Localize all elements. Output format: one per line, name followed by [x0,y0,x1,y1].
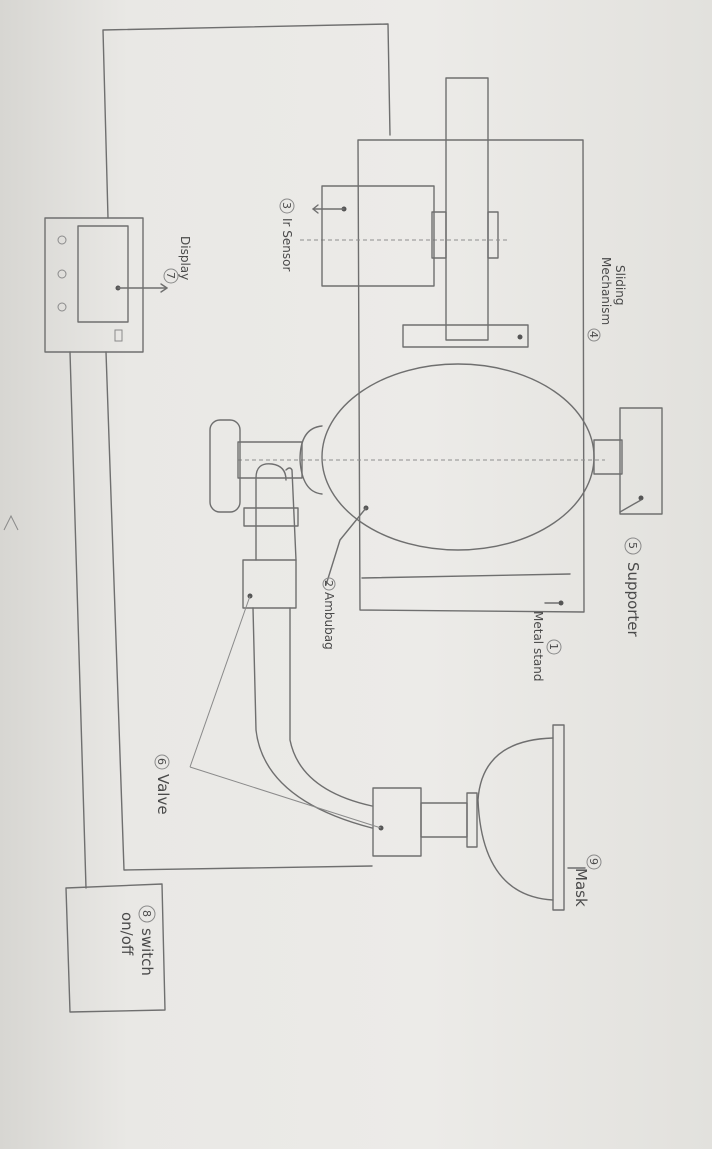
mask [478,725,585,910]
triangle-mark [4,516,18,530]
svg-text:Metal stand: Metal stand [531,611,545,681]
label-supporter: 5 Supporter [624,538,642,638]
valve-leaders [190,596,381,828]
svg-text:Supporter: Supporter [624,562,642,638]
svg-text:1: 1 [547,643,560,650]
svg-text:on/off: on/off [118,912,136,956]
svg-text:Valve: Valve [154,774,172,815]
label-switch: 8 switch on/off [118,906,156,976]
label-metal-stand: 1 Metal stand [531,611,561,681]
svg-text:Ambubag: Ambubag [322,592,336,650]
svg-text:4: 4 [587,331,600,338]
svg-text:Mask: Mask [572,868,590,907]
svg-text:Sliding: Sliding [613,265,627,305]
svg-text:Mechanism: Mechanism [599,257,613,325]
label-valve: 6 Valve [154,755,172,815]
ir-sensor-box [313,186,434,286]
svg-text:8: 8 [140,910,153,917]
svg-text:Display: Display [178,236,192,280]
svg-text:6: 6 [155,758,168,765]
svg-text:7: 7 [164,272,177,279]
label-ambubag: 2 Ambubag [322,578,336,650]
sliding-mechanism [300,78,528,347]
svg-text:3: 3 [280,202,293,209]
label-mask: 9 Mask [572,855,601,907]
tube [243,464,372,828]
svg-text:9: 9 [587,858,600,865]
svg-text:5: 5 [626,542,639,549]
label-display: Display 7 [164,236,192,283]
label-ir-sensor: 3 Ir Sensor [280,199,294,271]
svg-text:2: 2 [322,580,335,587]
top-wire [103,24,390,218]
svg-text:switch: switch [138,928,156,976]
display-unit [45,218,167,352]
lower-valve [373,788,477,856]
supporter-block [620,408,662,514]
svg-text:Ir Sensor: Ir Sensor [280,218,294,271]
label-sliding-mechanism: Sliding Mechanism 4 [587,257,627,341]
bag-neck [210,420,322,512]
